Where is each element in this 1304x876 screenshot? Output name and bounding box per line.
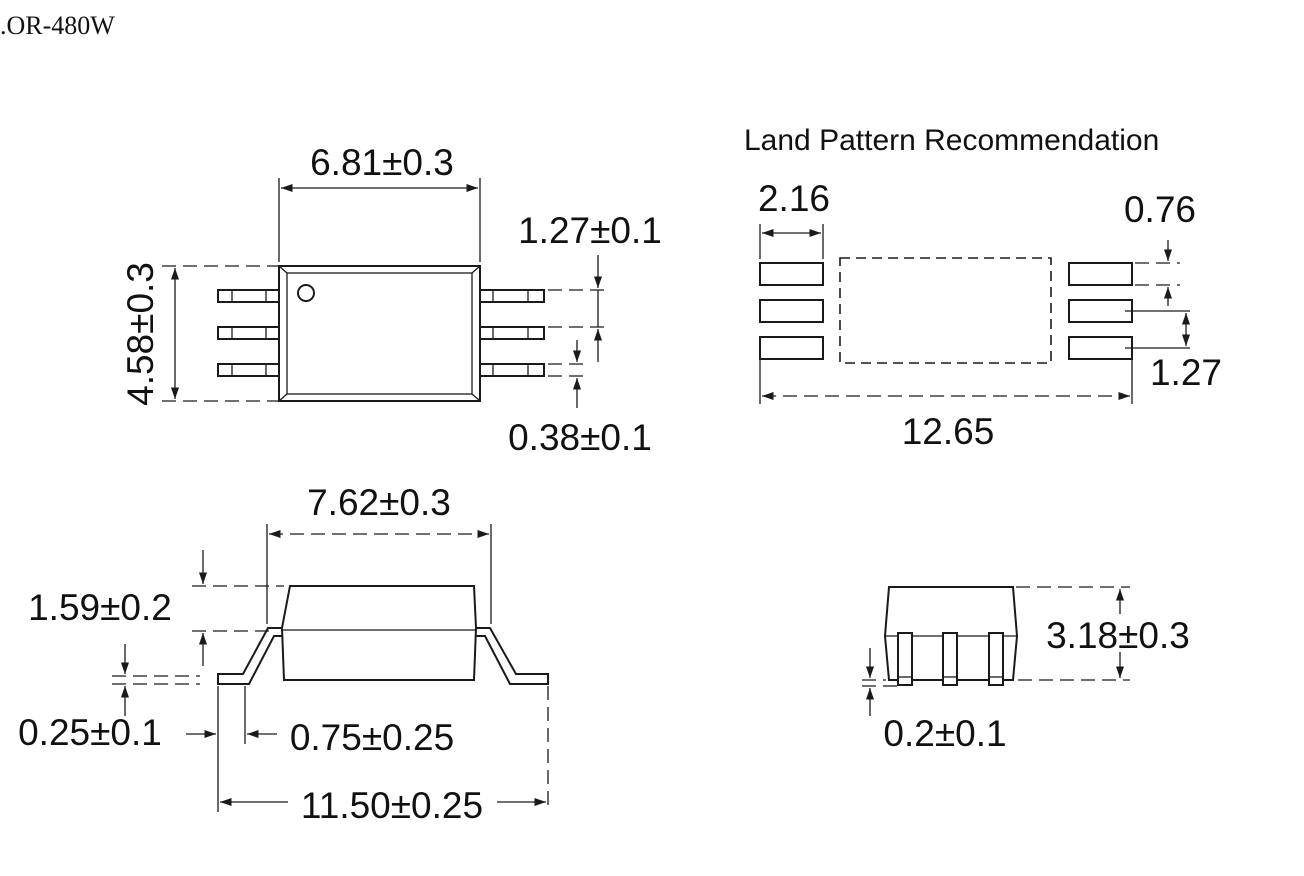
land-pattern: Land Pattern Recommendation 2.16 0.76 1.… bbox=[744, 124, 1222, 452]
top-view: 6.81±0.3 4.58±0.3 1.27±0.1 0.38±0.1 bbox=[120, 142, 662, 458]
land-pad bbox=[1068, 336, 1133, 360]
side-view-lead-left bbox=[217, 627, 282, 685]
top-view-leads-right bbox=[478, 289, 545, 377]
land-pattern-heading: Land Pattern Recommendation bbox=[744, 124, 1159, 157]
pad-pitch-label: 1.27 bbox=[1150, 352, 1222, 393]
land-pad bbox=[759, 336, 824, 360]
end-view: 3.18±0.3 0.2±0.1 bbox=[862, 586, 1190, 754]
land-overall-length-label: 12.65 bbox=[902, 411, 995, 452]
side-view-body bbox=[280, 585, 478, 681]
side-view-lead-right bbox=[475, 627, 549, 685]
side-view: 7.62±0.3 1.59±0.2 0.25±0.1 0.75±0.25 11.… bbox=[18, 482, 549, 826]
land-pad bbox=[1068, 299, 1133, 323]
lead-width-label: 0.38±0.1 bbox=[508, 417, 652, 458]
package-height-label: 3.18±0.3 bbox=[1046, 615, 1190, 656]
standoff-height-label: 1.59±0.2 bbox=[28, 587, 172, 628]
land-pad bbox=[759, 262, 824, 286]
end-view-lead bbox=[897, 632, 913, 686]
pin1-marker-icon bbox=[297, 284, 315, 302]
side-overall-length-label: 11.50±0.25 bbox=[301, 785, 483, 826]
pad-height-label: 0.76 bbox=[1124, 189, 1196, 230]
land-pad bbox=[759, 299, 824, 323]
end-view-lead bbox=[942, 632, 958, 686]
body-width-label: 6.81±0.3 bbox=[310, 142, 454, 183]
pad-width-label: 2.16 bbox=[758, 178, 830, 219]
land-body-outline bbox=[839, 257, 1052, 364]
lead-thickness-label: 0.25±0.1 bbox=[18, 712, 162, 753]
lead-pitch-label: 1.27±0.1 bbox=[518, 210, 662, 251]
top-view-leads-left bbox=[217, 289, 281, 377]
lead-standoff-label: 0.2±0.1 bbox=[883, 713, 1006, 754]
lead-foot-label: 0.75±0.25 bbox=[290, 717, 454, 758]
body-length-label: 7.62±0.3 bbox=[307, 482, 451, 523]
part-number: .OR-480W bbox=[0, 11, 115, 40]
end-view-lead bbox=[988, 632, 1004, 686]
land-pad bbox=[1068, 262, 1133, 286]
body-height-label: 4.58±0.3 bbox=[120, 262, 161, 406]
